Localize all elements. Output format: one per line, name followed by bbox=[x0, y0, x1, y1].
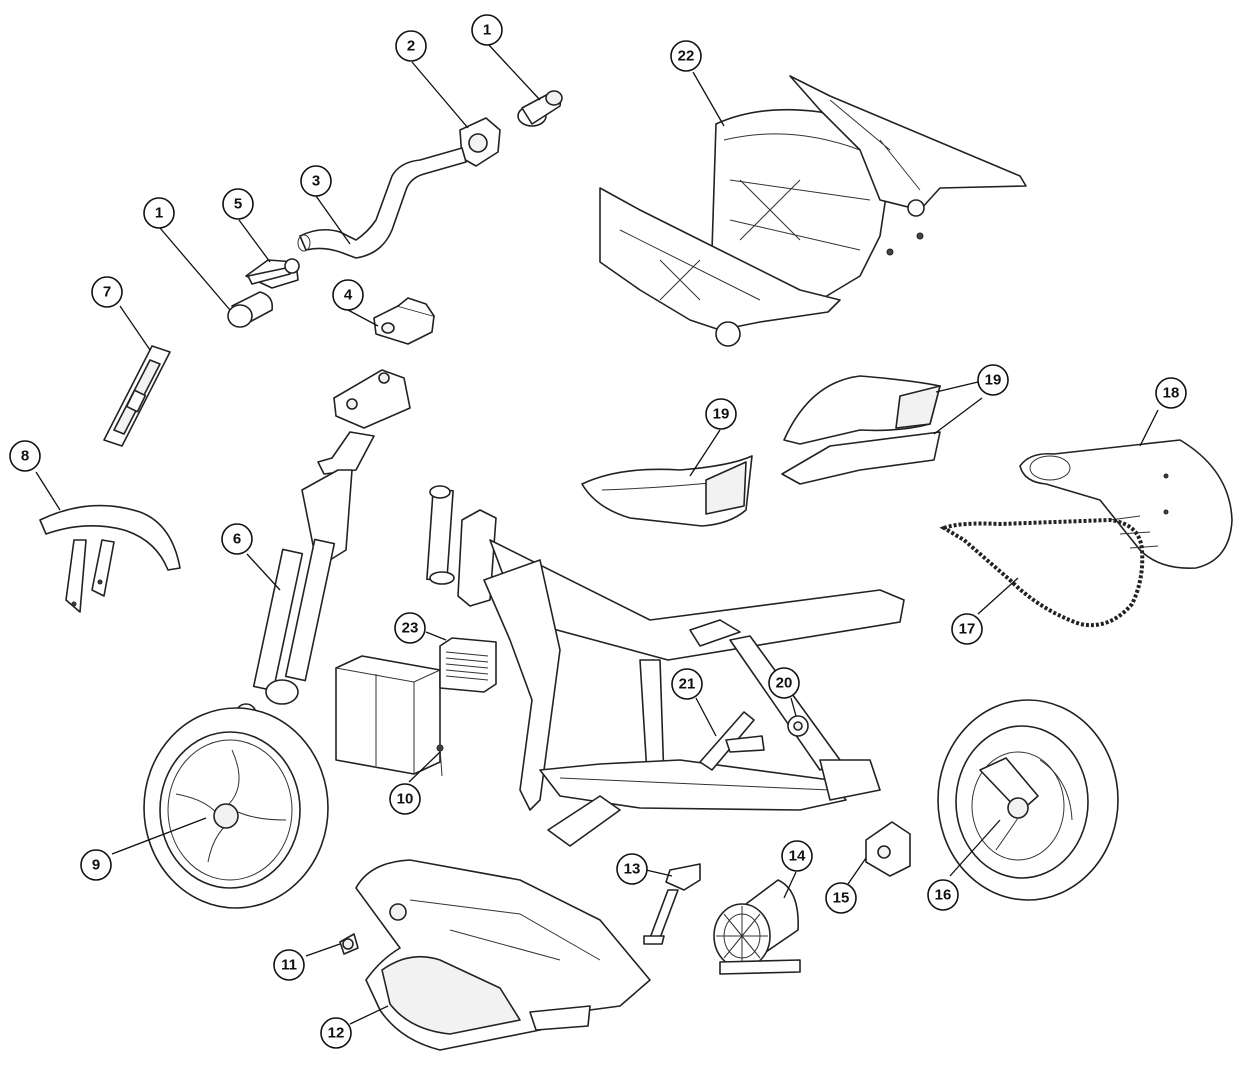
callout-label: 20 bbox=[776, 675, 793, 692]
part-grip-right bbox=[517, 90, 563, 127]
part-brake-caliper bbox=[865, 821, 911, 877]
part-battery bbox=[335, 655, 444, 777]
callout-label: 11 bbox=[281, 957, 297, 974]
part-handlebar bbox=[297, 147, 467, 259]
callout-label: 2 bbox=[407, 38, 415, 55]
part-chain bbox=[939, 517, 1145, 627]
part-handlebar-clamp bbox=[373, 297, 435, 345]
part-front-fender bbox=[39, 504, 181, 613]
callout-11: 11 bbox=[273, 949, 305, 981]
callout-22: 22 bbox=[670, 40, 702, 72]
part-rear-wheel bbox=[937, 699, 1119, 901]
part-kickstand bbox=[643, 863, 701, 945]
part-motor bbox=[713, 879, 801, 975]
callout-label: 16 bbox=[935, 887, 952, 904]
callout-3: 3 bbox=[300, 165, 332, 197]
callout-2: 2 bbox=[395, 30, 427, 62]
callout-label: 12 bbox=[328, 1025, 345, 1042]
callout-label: 10 bbox=[397, 791, 414, 808]
callout-14: 14 bbox=[781, 840, 813, 872]
callout-label: 3 bbox=[312, 173, 320, 190]
callout-label: 22 bbox=[678, 48, 695, 65]
part-front-fork bbox=[235, 369, 411, 725]
callout-7: 7 bbox=[91, 276, 123, 308]
part-number-plate bbox=[103, 345, 171, 447]
callout-19-left: 19 bbox=[705, 398, 737, 430]
callout-label: 8 bbox=[21, 448, 29, 465]
callout-17: 17 bbox=[951, 613, 983, 645]
callout-21: 21 bbox=[671, 668, 703, 700]
callout-label: 5 bbox=[234, 196, 242, 213]
part-chain-guard bbox=[1019, 439, 1233, 569]
leader-lines bbox=[35, 43, 1159, 1025]
part-seat bbox=[581, 455, 753, 527]
callout-label: 19 bbox=[985, 372, 1002, 389]
callout-label: 18 bbox=[1163, 385, 1180, 402]
part-controller bbox=[439, 637, 497, 693]
callout-10: 10 bbox=[389, 783, 421, 815]
part-side-fairing bbox=[355, 859, 651, 1051]
callout-label: 23 bbox=[402, 620, 419, 637]
part-main-frame bbox=[457, 509, 905, 847]
callout-20: 20 bbox=[768, 667, 800, 699]
part-bolt bbox=[339, 933, 359, 955]
callout-15: 15 bbox=[825, 882, 857, 914]
callout-9: 9 bbox=[80, 849, 112, 881]
callout-label: 13 bbox=[624, 861, 641, 878]
callout-12: 12 bbox=[320, 1017, 352, 1049]
callout-16: 16 bbox=[927, 879, 959, 911]
callout-1-left: 1 bbox=[143, 197, 175, 229]
callout-label: 15 bbox=[833, 890, 850, 907]
part-rear-cowl bbox=[781, 375, 941, 485]
part-front-wheel bbox=[143, 707, 329, 909]
part-brake-lever bbox=[245, 258, 300, 289]
part-body-subframe bbox=[599, 75, 1027, 347]
callout-1-top: 1 bbox=[471, 14, 503, 46]
callout-label: 1 bbox=[483, 22, 491, 39]
callout-label: 14 bbox=[789, 848, 806, 865]
callout-label: 7 bbox=[103, 284, 111, 301]
part-chain-tensioner bbox=[787, 715, 809, 737]
callout-label: 4 bbox=[344, 287, 353, 304]
callout-5: 5 bbox=[222, 188, 254, 220]
callout-label: 9 bbox=[92, 857, 100, 874]
callout-label: 6 bbox=[233, 531, 241, 548]
callout-4: 4 bbox=[332, 279, 364, 311]
callout-6: 6 bbox=[221, 523, 253, 555]
callout-19-right: 19 bbox=[977, 364, 1009, 396]
part-steering-stem bbox=[426, 485, 455, 585]
callout-label: 1 bbox=[155, 205, 163, 222]
callout-label: 21 bbox=[679, 676, 696, 693]
callout-label: 17 bbox=[959, 621, 976, 638]
callout-13: 13 bbox=[616, 853, 648, 885]
part-kickstand-bracket bbox=[699, 711, 765, 771]
callout-23: 23 bbox=[394, 612, 426, 644]
part-grip-left bbox=[227, 291, 274, 328]
callout-8: 8 bbox=[9, 440, 41, 472]
callout-18: 18 bbox=[1155, 377, 1187, 409]
callout-label: 19 bbox=[713, 406, 730, 423]
